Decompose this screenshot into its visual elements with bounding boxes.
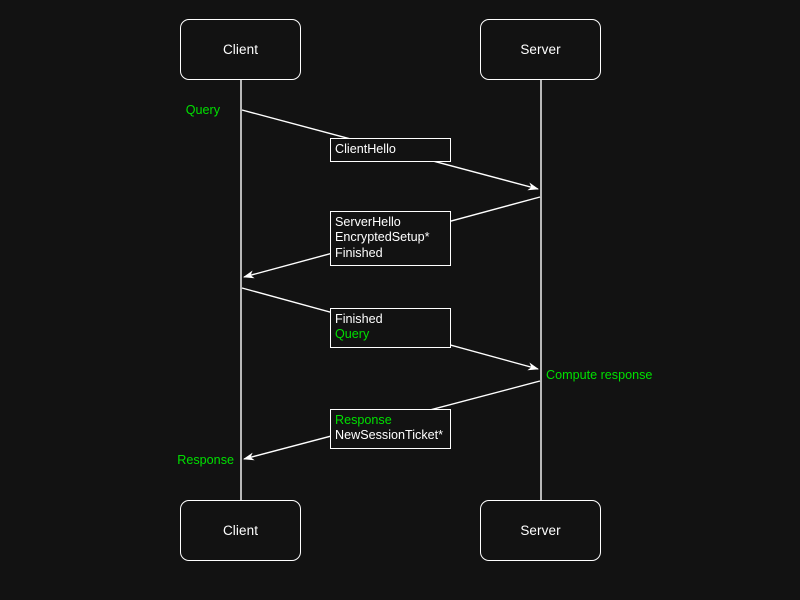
message-line: EncryptedSetup* (335, 230, 430, 245)
actor-box-server-top[interactable]: Server (480, 19, 601, 80)
message-line: ClientHello (335, 142, 396, 156)
message-line: NewSessionTicket* (335, 428, 444, 443)
actor-label-client-bottom: Client (222, 523, 259, 538)
message-line: ServerHello (335, 215, 401, 229)
message-line: Response (335, 413, 392, 427)
message-box-server-hello[interactable]: ServerHello EncryptedSetup* Finished (330, 211, 451, 267)
message-box-response-ticket[interactable]: Response NewSessionTicket* (330, 409, 451, 449)
actor-box-client-bottom[interactable]: Client (180, 500, 301, 561)
actor-box-client-top[interactable]: Client (180, 19, 301, 80)
message-line: Finished (335, 245, 383, 260)
message-box-finished-query[interactable]: Finished Query (330, 308, 451, 348)
message-line: Query (335, 327, 370, 342)
message-box-client-hello[interactable]: ClientHello (330, 138, 451, 163)
annotation-response: Response (177, 453, 234, 467)
message-line: Finished (335, 312, 383, 326)
actor-box-server-bottom[interactable]: Server (480, 500, 601, 561)
annotation-compute-response: Compute response (546, 368, 653, 382)
actor-label-client-top: Client (222, 42, 259, 57)
annotation-query: Query (185, 103, 220, 117)
actor-label-server-top: Server (520, 42, 561, 57)
actor-label-server-bottom: Server (520, 523, 561, 538)
